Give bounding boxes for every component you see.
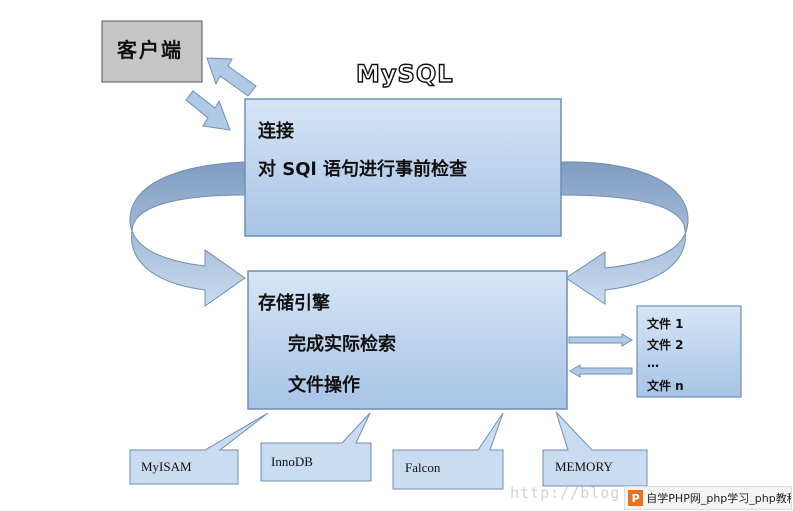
engine-innodb-label: InnoDB — [271, 454, 313, 469]
connection-layer-box — [244, 98, 562, 237]
left-curved-arrow-icon — [129, 161, 246, 307]
file-item-2: 文件 2 — [647, 338, 684, 352]
site-badge-text: 自学PHP网_php学习_php教程 — [646, 492, 791, 505]
client-box — [101, 20, 203, 83]
file-item-1: 文件 1 — [647, 317, 684, 331]
files-box — [636, 305, 742, 398]
engine-myisam-label: MyISAM — [141, 459, 192, 474]
client-label: 客户端 — [117, 38, 183, 62]
storage-engine-label: 存储引擎 — [258, 293, 330, 314]
storage-engine-box — [247, 270, 568, 410]
watermark-url: http://blog — [510, 484, 621, 502]
retrieval-label: 完成实际检索 — [288, 334, 396, 355]
file-item-ellipsis: … — [647, 356, 659, 370]
callout-memory — [542, 411, 648, 487]
arrow-to-client-icon — [206, 57, 257, 97]
sql-check-label: 对 SQl 语句进行事前检查 — [258, 159, 467, 180]
right-curved-arrow-icon — [560, 161, 689, 305]
mysql-title: MySQL — [355, 59, 454, 88]
engine-memory-label: MEMORY — [555, 459, 613, 474]
file-item-n: 文件 n — [647, 379, 684, 393]
arrow-to-files-icon — [568, 333, 633, 347]
connection-label: 连接 — [258, 121, 294, 142]
arrow-from-files-icon — [569, 364, 633, 378]
file-operation-label: 文件操作 — [288, 375, 360, 396]
callout-myisam — [129, 412, 269, 485]
engine-falcon-label: Falcon — [405, 460, 441, 475]
callout-falcon — [392, 412, 504, 490]
callout-innodb — [260, 412, 372, 482]
site-logo-icon: P — [628, 490, 644, 506]
arrow-from-client-icon — [185, 90, 231, 131]
site-badge[interactable]: P 自学PHP网_php学习_php教程 — [624, 486, 792, 510]
